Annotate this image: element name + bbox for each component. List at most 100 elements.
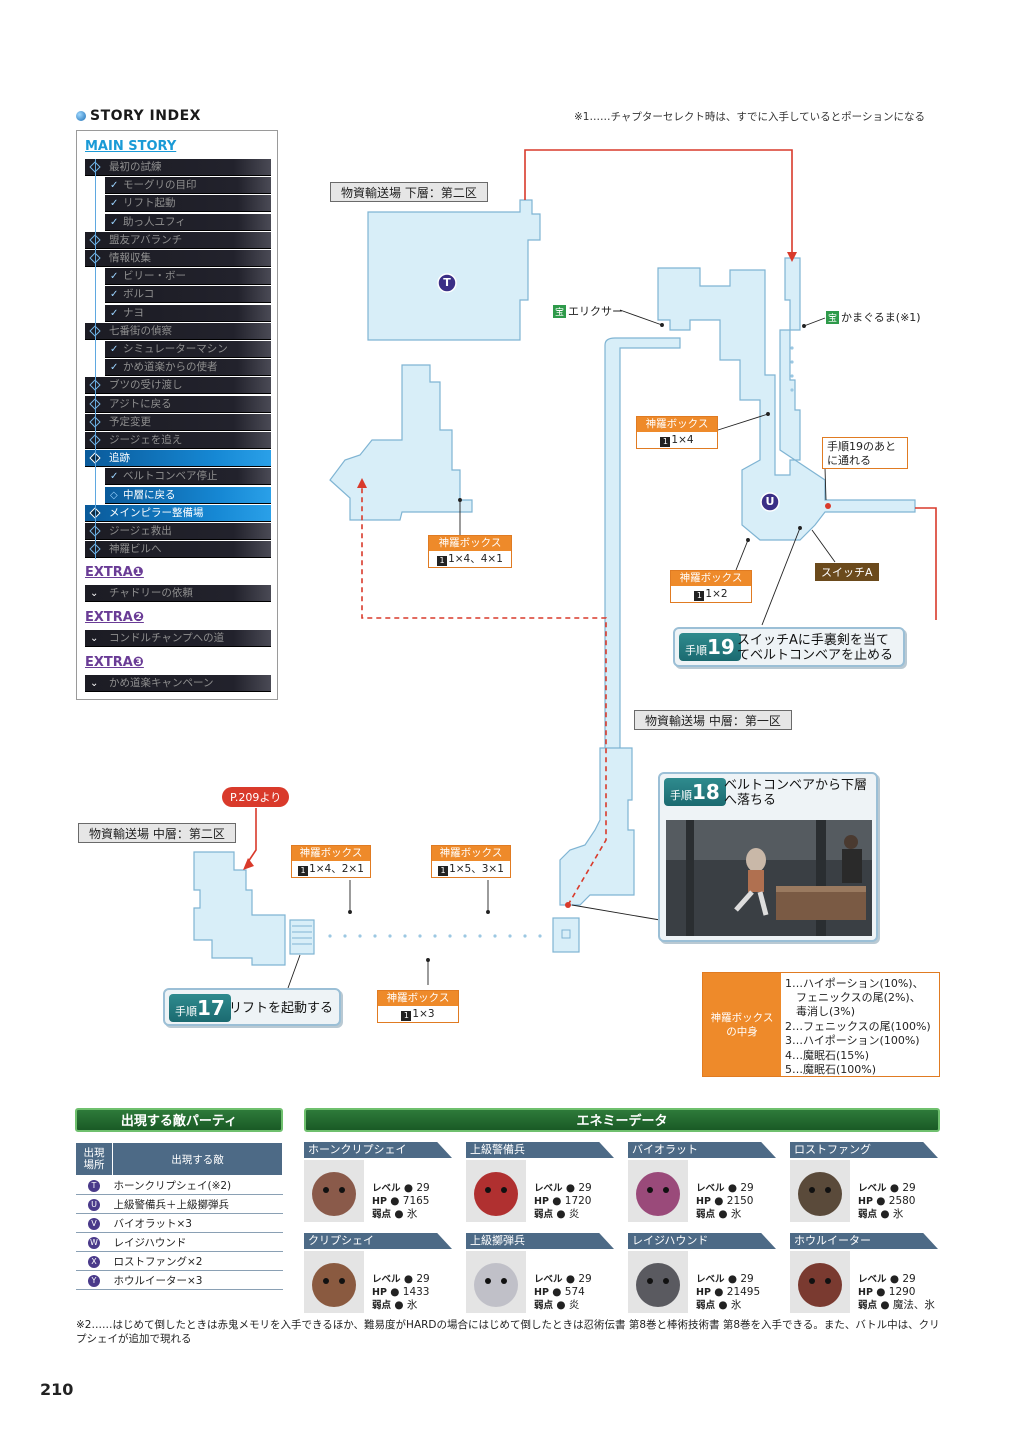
enemy-portrait xyxy=(628,1160,688,1222)
orb-icon xyxy=(76,111,86,121)
story-main-item[interactable]: ブツの受け渡し xyxy=(85,377,271,395)
story-main-item[interactable]: ジージェ救出 xyxy=(85,523,271,540)
story-main-item[interactable]: アジトに戻る xyxy=(85,395,271,413)
route-p209 xyxy=(245,808,257,866)
story-item-label: 神羅ビルへ xyxy=(109,543,162,556)
location-marker: Y xyxy=(88,1274,100,1287)
story-index-panel: MAIN STORY 最初の試練 ✓モーグリの目印✓リフト起動✓助っ人ユフィ盟友ア… xyxy=(76,130,278,700)
step18-text: ベルトコンベアから下層 へ落ちる xyxy=(724,778,868,808)
story-sub-item[interactable]: ✓助っ人ユフィ xyxy=(105,213,271,231)
story-item-label: かめ道楽からの使者 xyxy=(123,361,218,374)
party-heading: 出現する敵パーティ xyxy=(75,1108,283,1132)
from-page-badge[interactable]: P.209より xyxy=(222,787,290,807)
story-item-label: 七番街の偵察 xyxy=(109,324,172,337)
current-marker-icon: ◇ xyxy=(110,489,118,501)
story-sub-item[interactable]: ✓かめ道楽からの使者 xyxy=(105,359,271,377)
extra3-title[interactable]: EXTRA❸ xyxy=(85,655,144,670)
story-main-item[interactable]: 予定変更 xyxy=(85,413,271,431)
story-index-heading: STORY INDEX xyxy=(76,108,201,124)
location-marker: X xyxy=(88,1255,100,1268)
story-item-label: シミュレーターマシン xyxy=(123,343,228,355)
map-mid2 xyxy=(193,851,286,966)
story-main-item[interactable]: 追跡 xyxy=(85,450,271,468)
story-main-item[interactable]: 情報収集 xyxy=(85,250,271,267)
map-upper-right xyxy=(657,257,916,541)
story-sub-item[interactable]: ✓モーグリの目印 xyxy=(105,177,271,195)
header-note: ※1……チャプターセレクト時は、すでに入手しているとポーションになる xyxy=(574,111,925,123)
story-main-item[interactable]: メインピラー整備場 xyxy=(85,504,271,522)
enemy-name: バイオラット xyxy=(628,1142,776,1158)
main-story-title[interactable]: MAIN STORY xyxy=(85,139,177,154)
story-main-item[interactable]: 盟友アバランチ xyxy=(85,231,271,249)
story-sub-item[interactable]: ✓リフト起動 xyxy=(105,195,271,213)
elixir-note: 宝エリクサー xyxy=(553,305,624,318)
story-sub-item[interactable]: ✓ナヨ xyxy=(105,304,271,322)
story-main-item[interactable]: 七番街の偵察 xyxy=(85,322,271,340)
story-main-item[interactable]: 最初の試練 xyxy=(85,159,271,176)
check-icon: ✓ xyxy=(110,216,119,228)
story-item-label: ジージェを追え xyxy=(109,434,183,446)
enemy-name: ホウルイーター xyxy=(790,1233,938,1249)
story-sub-item[interactable]: ✓ボルコ xyxy=(105,286,271,304)
story-item-label: 盟友アバランチ xyxy=(109,233,183,246)
check-icon: ✓ xyxy=(110,198,119,210)
enemy-name: 上級警備兵 xyxy=(466,1142,614,1158)
enemy-portrait xyxy=(304,1251,364,1313)
story-main-item[interactable]: 神羅ビルへ xyxy=(85,541,271,559)
check-icon: ✓ xyxy=(110,471,119,483)
location-marker: T xyxy=(88,1179,100,1192)
story-sub-item[interactable]: ✓シミュレーターマシン xyxy=(105,341,271,358)
extra2-item[interactable]: ⌄コンドルチャンプへの道 xyxy=(85,630,271,647)
marker-t-label: T xyxy=(443,276,451,289)
index-tree-line xyxy=(95,159,96,560)
party-enemy-cell: バイオラット×3 xyxy=(112,1213,283,1233)
treasure-icon: 宝 xyxy=(826,311,840,324)
map-lower-room xyxy=(367,199,541,341)
enemy-portrait xyxy=(304,1160,364,1222)
kamaguruma-note: 宝かまぐるま(※1) xyxy=(826,311,921,324)
extra1-item[interactable]: ⌄チャドリーの依頼 xyxy=(85,585,271,602)
story-main-item[interactable]: ジージェを追え xyxy=(85,432,271,449)
box-contents-line: 4…魔眠石(15%) xyxy=(785,1049,870,1062)
party-enemy-cell: ロストファング×2 xyxy=(112,1251,283,1271)
enemy-data-heading: エネミーデータ xyxy=(304,1108,940,1132)
enemy-name: レイジハウンド xyxy=(628,1233,776,1249)
enemy-name: クリプシェイ xyxy=(304,1233,452,1249)
area-mid1-tag: 物資輸送場 中層：第一区 xyxy=(634,710,792,730)
map-lower-corridor xyxy=(329,364,473,521)
box-contents-line: 2…フェニックスの尾(100%) xyxy=(785,1020,931,1033)
check-icon: ✓ xyxy=(110,180,119,192)
story-sub-item[interactable]: ◇中層に戻る xyxy=(105,486,271,504)
box-contents-line: 毒消し(3%) xyxy=(785,1005,856,1018)
extra1-title[interactable]: EXTRA❶ xyxy=(85,565,144,580)
extra3-item[interactable]: ⌄かめ道楽キャンペーン xyxy=(85,675,271,692)
step18-box: 手順18 ベルトコンベアから下層 へ落ちる xyxy=(658,772,878,942)
location-marker: W xyxy=(88,1236,100,1249)
extra2-title[interactable]: EXTRA❷ xyxy=(85,610,144,625)
story-item-label: 最初の試練 xyxy=(109,161,162,173)
enemy-portrait xyxy=(466,1251,526,1313)
story-sub-item[interactable]: ✓ベルトコンベア停止 xyxy=(105,468,271,486)
story-sub-item[interactable]: ✓ビリー・ボー xyxy=(105,268,271,286)
story-item-label: ビリー・ボー xyxy=(123,270,186,283)
enemy-portrait xyxy=(790,1160,850,1222)
enemy-portrait xyxy=(628,1251,688,1313)
story-index-title: STORY INDEX xyxy=(90,108,201,124)
